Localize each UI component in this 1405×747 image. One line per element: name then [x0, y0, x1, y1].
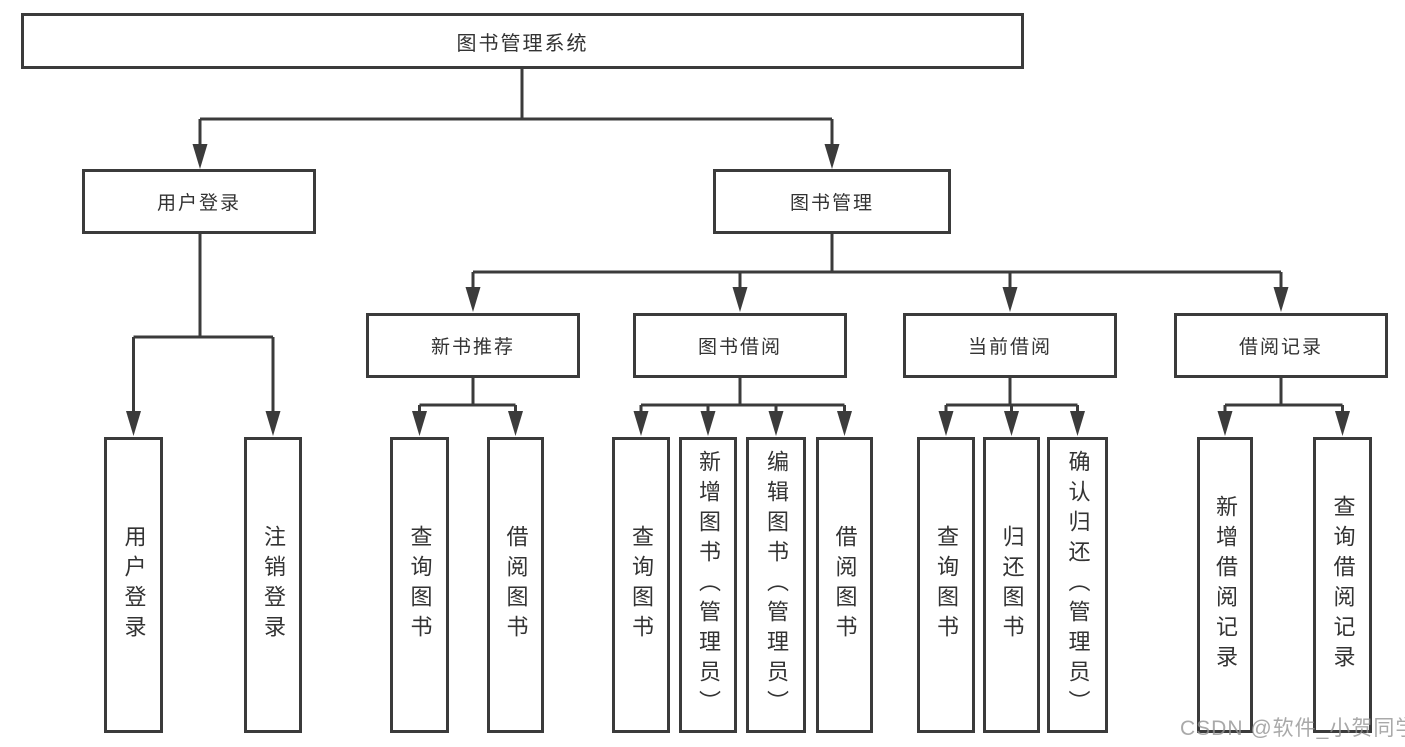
node-label: 借阅图书: [832, 525, 858, 645]
node-current-borrowing: 当前借阅: [903, 313, 1117, 378]
leaf-borrow-books: 借阅图书: [816, 437, 873, 733]
node-borrowing-records: 借阅记录: [1174, 313, 1388, 378]
node-label: 查询图书: [934, 525, 959, 645]
node-label: 注销登录: [261, 525, 286, 645]
node-library-management-system: 图书管理系统: [21, 13, 1024, 69]
leaf-borrow-books-recommend: 借阅图书: [487, 437, 544, 733]
leaf-query-books-borrowing: 查询图书: [612, 437, 670, 733]
leaf-return-books: 归还图书: [983, 437, 1040, 733]
node-label: 查询图书: [407, 525, 433, 645]
arrowheads: [126, 144, 1350, 436]
leaf-edit-books-admin: 编辑图书（管理员）: [746, 437, 806, 733]
leaf-confirm-return-admin: 确认归还（管理员）: [1047, 437, 1108, 733]
node-book-borrowing: 图书借阅: [633, 313, 847, 378]
leaf-add-borrow-record: 新增借阅记录: [1197, 437, 1253, 733]
node-label: 归还图书: [999, 525, 1025, 645]
node-label: 新增图书（管理员）: [696, 450, 721, 720]
node-user-login-branch: 用户登录: [82, 169, 316, 234]
node-label: 查询图书: [629, 525, 654, 645]
node-new-book-recommend: 新书推荐: [366, 313, 580, 378]
csdn-watermark: CSDN @软件_小贺同学: [1180, 717, 1405, 740]
leaf-query-borrow-record: 查询借阅记录: [1313, 437, 1372, 733]
node-label: 确认归还（管理员）: [1065, 450, 1091, 720]
leaf-query-books-recommend: 查询图书: [390, 437, 449, 733]
node-label: 查询借阅记录: [1330, 495, 1356, 675]
leaf-add-books-admin: 新增图书（管理员）: [679, 437, 737, 733]
node-book-management-branch: 图书管理: [713, 169, 951, 234]
leaf-logout: 注销登录: [244, 437, 302, 733]
leaf-user-login: 用户登录: [104, 437, 163, 733]
node-label: 借阅图书: [503, 525, 529, 645]
node-label: 新增借阅记录: [1213, 495, 1238, 675]
leaf-query-books-current: 查询图书: [917, 437, 975, 733]
node-label: 用户登录: [121, 525, 147, 645]
node-label: 编辑图书（管理员）: [764, 450, 789, 720]
